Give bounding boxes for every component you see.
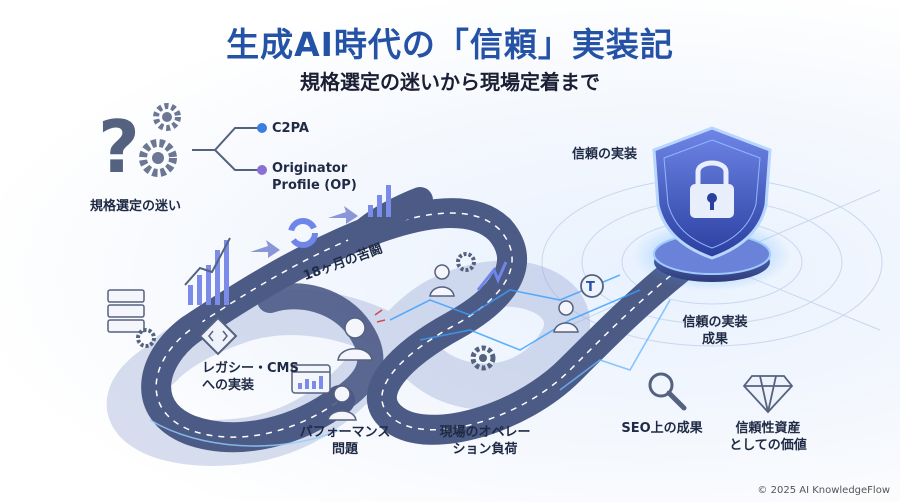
label-operation: 現場のオペレー ション負荷 bbox=[430, 424, 540, 458]
label-result-line1: 信頼の実装 bbox=[682, 315, 748, 330]
copyright: © 2025 AI KnowledgeFlow bbox=[757, 485, 890, 496]
label-asset: 信頼性資産 としての価値 bbox=[718, 420, 818, 454]
label-asset-line1: 信頼性資産 bbox=[735, 421, 801, 436]
energy-streaks bbox=[149, 274, 671, 447]
label-asset-line2: としての価値 bbox=[729, 438, 807, 453]
thinking-person-icon bbox=[327, 385, 357, 421]
label-selection: 規格選定の迷い bbox=[90, 199, 182, 214]
label-operation-line1: 現場のオペレー bbox=[439, 425, 531, 440]
label-originator-profile: Originator Profile (OP) bbox=[272, 160, 357, 194]
label-c2pa: C2PA bbox=[272, 121, 309, 136]
diamond-code-icon bbox=[198, 316, 238, 356]
svg-text:T: T bbox=[586, 280, 595, 295]
browser-chart-icon bbox=[291, 364, 331, 394]
label-op-line2: Profile (OP) bbox=[272, 178, 357, 193]
chart-icon bbox=[184, 185, 391, 305]
svg-text:?: ? bbox=[98, 105, 140, 189]
label-seo: SEO上の成果 bbox=[621, 421, 703, 436]
shield-lock-icon bbox=[652, 126, 772, 260]
page-subtitle: 規格選定の迷いから現場定着まで bbox=[300, 70, 600, 94]
page-title: 生成AI時代の「信頼」実装記 bbox=[226, 25, 674, 64]
stressed-person-icon bbox=[337, 309, 386, 361]
label-trust-implementation: 信頼の実装 bbox=[572, 147, 638, 162]
gear-icon bbox=[470, 345, 496, 371]
arrow-icon bbox=[250, 206, 358, 258]
label-performance-line1: パフォーマンス bbox=[299, 425, 391, 440]
label-performance-line2: 問題 bbox=[331, 442, 358, 457]
gear-person-icon bbox=[429, 252, 508, 297]
label-result-line2: 成果 bbox=[701, 332, 728, 347]
label-operation-line2: ション負荷 bbox=[452, 442, 518, 457]
diamond-icon bbox=[742, 375, 794, 414]
label-op-line1: Originator bbox=[272, 161, 348, 176]
label-result: 信頼の実装 成果 bbox=[660, 314, 770, 348]
server-icon bbox=[107, 289, 156, 348]
branch-icon bbox=[192, 123, 267, 175]
label-legacy: レガシー・CMS への実装 bbox=[202, 360, 299, 394]
magnifier-icon bbox=[648, 372, 687, 411]
t-badge-person-icon: T bbox=[553, 274, 604, 333]
question-gear-icon: ? bbox=[98, 103, 181, 189]
label-legacy-line2: への実装 bbox=[202, 378, 255, 393]
label-performance: パフォーマンス 問題 bbox=[290, 424, 400, 458]
refresh-icon bbox=[288, 218, 318, 248]
label-legacy-line1: レガシー・CMS bbox=[202, 361, 299, 376]
winding-road bbox=[106, 187, 695, 466]
